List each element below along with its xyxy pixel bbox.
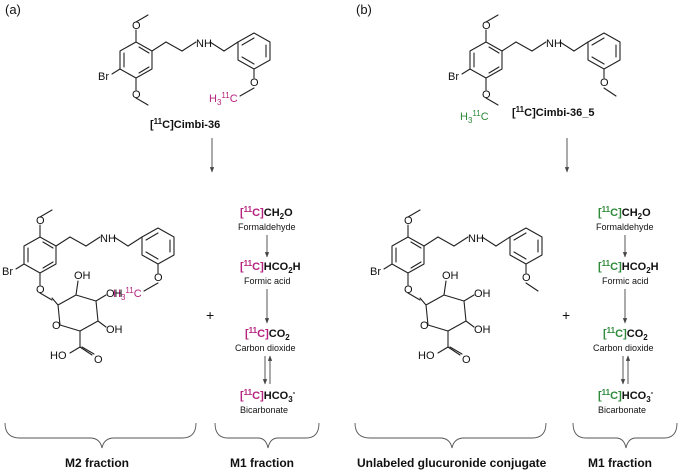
carbonyl-o-b: O — [462, 354, 471, 366]
oh-atom-2b: OH — [474, 288, 491, 300]
m1-brace-b — [572, 422, 678, 449]
formaldehyde-formula-b: [11C]CH2O — [598, 205, 651, 221]
co2-name-b: Carbon dioxide — [593, 343, 654, 353]
panel-a-label: (a) — [5, 2, 21, 17]
co2-formula-b: [11C]CO2 — [603, 326, 648, 342]
unlabeled-conjugate-label: Unlabeled glucuronide conjugate — [357, 456, 547, 470]
o-atom-a2-bot: O — [36, 284, 45, 296]
methoxy-o-top: O — [250, 77, 259, 89]
tracer-name-b: [11C]Cimbi-36_5 — [512, 105, 594, 119]
panel-b-label: (b) — [356, 2, 372, 17]
cimbi-36-structure: O Br NH O O H311C — [98, 14, 271, 107]
nh-atom-b: NH — [546, 38, 562, 50]
oh-atom-3a: OH — [106, 324, 123, 336]
m2-glucuronide-structure-a: O H311C Br NH O O OH OH OH O HO O — [2, 209, 175, 366]
plus-sign-a: + — [206, 307, 214, 323]
oh-atom-1a: OH — [74, 270, 91, 282]
co2-name-a: Carbon dioxide — [235, 343, 296, 353]
nh-atom-b2: NH — [468, 233, 484, 245]
m2-fraction-label: M2 fraction — [65, 456, 129, 470]
panel-a: (a) O Br NH O O H311C [11C]Cimbi-36 O — [2, 2, 320, 470]
br-atom-b2: Br — [370, 266, 381, 278]
plus-sign-b: + — [562, 307, 570, 323]
o-atom-b2: O — [482, 89, 491, 101]
o-atom-2: O — [132, 89, 141, 101]
oh-atom-1b: OH — [442, 270, 459, 282]
br-atom-b: Br — [448, 71, 459, 83]
m1-cascade-a: [11C]CH2O Formaldehyde [11C]HCO2H Formic… — [235, 205, 301, 415]
oh-atom-2a: OH — [106, 288, 123, 300]
o-atom-glc-b: O — [522, 272, 531, 284]
bicarb-name-b: Bicarbonate — [598, 405, 646, 415]
formaldehyde-name-a: Formaldehyde — [238, 222, 296, 232]
formic-formula-b: [11C]HCO2H — [598, 259, 659, 275]
m1-fraction-label-a: M1 fraction — [230, 456, 294, 470]
o-atom-glc-a: O — [154, 272, 163, 284]
oh-atom-3b: OH — [474, 324, 491, 336]
m2-brace — [4, 422, 197, 449]
ho-atom-a: HO — [50, 350, 67, 362]
formic-formula-a: [11C]HCO2H — [240, 259, 301, 275]
ring-o-a: O — [52, 320, 61, 332]
ho-atom-b: HO — [418, 350, 435, 362]
bicarb-formula-b: [11C]HCO3- — [598, 388, 654, 404]
formaldehyde-name-b: Formaldehyde — [596, 222, 654, 232]
labeled-methyl-b: H311C — [460, 109, 489, 125]
o-atom-1: O — [132, 20, 141, 32]
unlabeled-glucuronide-structure: O Br NH O O OH OH OH O HO O — [370, 209, 543, 366]
o-atom-a2-top: O — [36, 215, 45, 227]
conjugate-brace — [354, 422, 547, 449]
m1-fraction-label-b: M1 fraction — [588, 456, 652, 470]
ring-o-b: O — [420, 320, 429, 332]
formic-name-a: Formic acid — [244, 276, 291, 286]
panel-b: (b) O Br NH O O H311C [11C]Cimbi-36_5 O … — [354, 2, 678, 470]
formic-name-b: Formic acid — [602, 276, 649, 286]
bicarb-name-a: Bicarbonate — [240, 405, 288, 415]
cimbi-36-5-structure: O Br NH O O H311C — [448, 14, 621, 125]
carbonyl-o-a: O — [94, 354, 103, 366]
tracer-name-a: [11C]Cimbi-36 — [150, 117, 220, 131]
labeled-methyl-a2: H311C — [113, 286, 142, 302]
m1-cascade-b: [11C]CH2O Formaldehyde [11C]HCO2H Formic… — [593, 205, 659, 415]
labeled-methyl-a: H311C — [209, 91, 238, 107]
bicarb-formula-a: [11C]HCO3- — [240, 388, 296, 404]
br-atom-a2: Br — [2, 266, 13, 278]
o-atom-b2-top: O — [404, 215, 413, 227]
co2-formula-a: [11C]CO2 — [245, 326, 290, 342]
o-atom-b1: O — [482, 20, 491, 32]
nh-atom-a2: NH — [100, 233, 116, 245]
nh-atom: NH — [196, 38, 212, 50]
o-atom-b2-bot: O — [404, 284, 413, 296]
formaldehyde-formula-a: [11C]CH2O — [240, 205, 293, 221]
methoxy-o-b: O — [600, 77, 609, 89]
br-atom: Br — [98, 71, 109, 83]
m1-brace-a — [214, 422, 320, 449]
